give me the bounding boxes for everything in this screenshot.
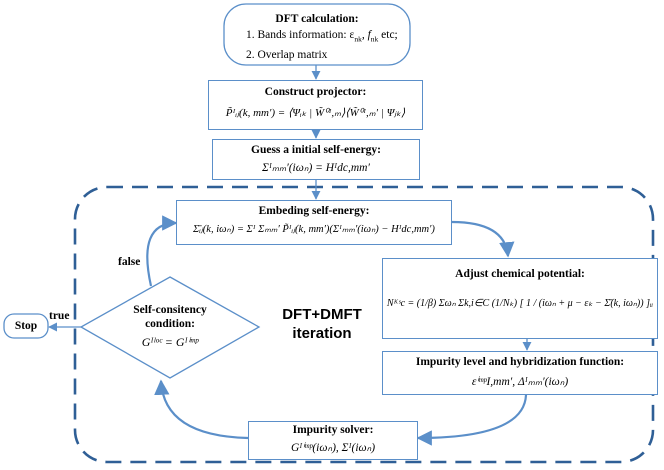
impurity-solver-box: Impurity solver: Gᴵⁱᵐᵖ(iωₙ), Σᴵ(iωₙ) xyxy=(248,421,418,460)
iteration-label-line2: iteration xyxy=(292,325,352,342)
impurity-level-box: Impurity level and hybridization functio… xyxy=(382,351,658,395)
dft-item1-text: 1. Bands information: ε xyxy=(246,29,355,41)
embed-title: Embeding self-energy: xyxy=(258,205,370,217)
chem-potential-box: Adjust chemical potential: Nᴷˢc = (1/β) … xyxy=(382,258,658,339)
impurity-level-formula: εⁱᵐᵖI,mm′, Δᴵₘₘ′(iωₙ) xyxy=(471,376,569,388)
embed-formula: Σ̄ᵢⱼ(k, iωₙ) = Σᴵ Σₘₘ′ P̃ᴵᵢⱼ(k, mm′)(Σᴵₘ… xyxy=(193,224,435,235)
arrow-solver-to-decision xyxy=(154,379,249,440)
stop-box: Stop xyxy=(4,314,48,338)
dft-item1-sub2: nk xyxy=(370,34,379,44)
dft-item-bands: 1. Bands information: εnk, fnk etc; xyxy=(246,28,410,46)
embed-box: Embeding self-energy: Σ̄ᵢⱼ(k, iωₙ) = Σᴵ … xyxy=(176,200,452,245)
arrow-decision-to-embed xyxy=(146,215,178,287)
dft-item1-mid: , f xyxy=(361,29,371,41)
solver-title: Impurity solver: xyxy=(292,424,374,436)
iteration-boundary xyxy=(73,185,655,464)
dft-box-shape xyxy=(223,3,411,66)
decision-text: Self-consitency condition: Gᴵˡᵒᶜ = Gᴵⁱᵐᵖ xyxy=(105,303,235,353)
projector-box: Construct projector: P̃ᴵᵢⱼ(k, mm′) = ⟨Ψᵢ… xyxy=(208,80,423,130)
dft-calculation-box: DFT calculation: 1. Bands information: ε… xyxy=(224,4,410,65)
impurity-level-title: Impurity level and hybridization functio… xyxy=(415,356,625,368)
dft-item1-sub1: nk xyxy=(354,34,362,44)
decision-title-line1: Self-consitency xyxy=(133,304,207,316)
guess-formula: Σᴵₘₘ′(iωₙ) = Hᴵdc,mm′ xyxy=(262,162,370,174)
dft-title: DFT calculation: xyxy=(275,13,359,25)
projector-formula: P̃ᴵᵢⱼ(k, mm′) = ⟨Ψᵢₖ | W̃⁰ᴵ,ₘ⟩⟨W̃⁰ᴵ,ₘ′ |… xyxy=(225,107,406,119)
dft-item-overlap: 2. Overlap matrix xyxy=(246,49,328,62)
decision-diamond xyxy=(79,276,261,379)
iteration-label-line1: DFT+DMFT xyxy=(282,306,362,323)
true-label: true xyxy=(49,310,70,322)
chem-formula: Nᴷˢc = (1/β) Σωₙ Σk,i∈C (1/Nₖ) [ 1 / (iω… xyxy=(386,298,654,309)
iteration-label: DFT+DMFT iteration xyxy=(262,305,382,343)
solver-formula: Gᴵⁱᵐᵖ(iωₙ), Σᴵ(iωₙ) xyxy=(290,442,376,454)
arrow-embed-to-chem xyxy=(451,220,515,258)
false-label: false xyxy=(118,256,141,268)
stop-box-shape xyxy=(3,313,49,339)
decision-formula: Gᴵˡᵒᶜ = Gᴵⁱᵐᵖ xyxy=(141,335,199,349)
projector-title: Construct projector: xyxy=(264,86,367,98)
arrow-impurity-level-to-solver xyxy=(416,394,528,446)
chem-title: Adjust chemical potential: xyxy=(455,268,585,280)
guess-box: Guess a initial self-energy: Σᴵₘₘ′(iωₙ) … xyxy=(212,139,420,180)
guess-title: Guess a initial self-energy: xyxy=(251,144,381,156)
dft-item1-end: etc; xyxy=(378,29,398,41)
stop-label: Stop xyxy=(14,320,38,332)
decision-title-line2: condition: xyxy=(145,318,195,330)
